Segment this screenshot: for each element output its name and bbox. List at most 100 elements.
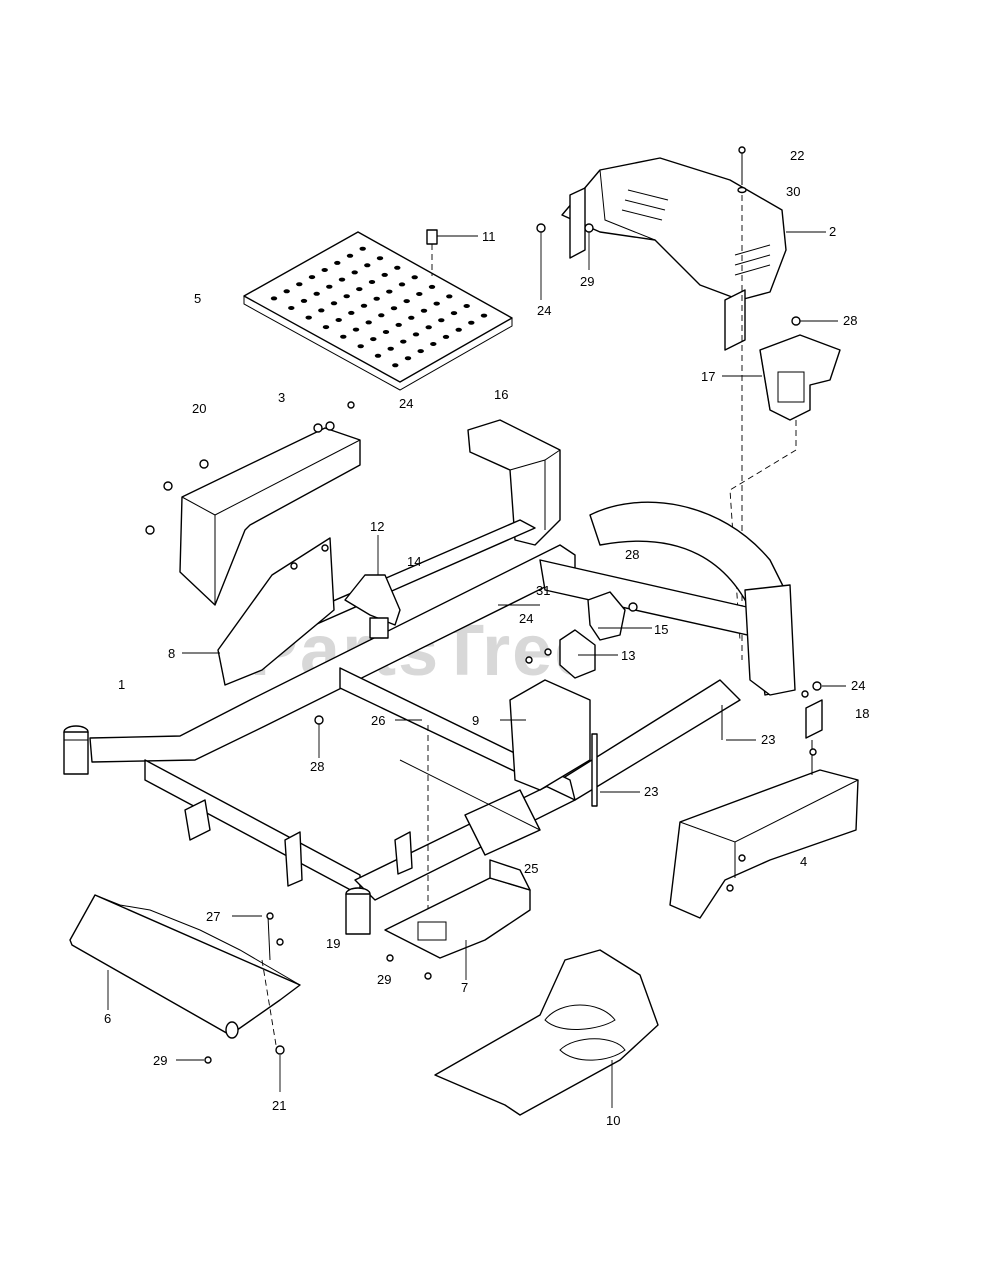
plate-hole (308, 275, 316, 280)
plate-hole (352, 327, 360, 332)
plate-hole (300, 298, 308, 303)
callout-3: 3 (278, 390, 285, 405)
plate-hole (442, 334, 450, 339)
plate-hole (398, 282, 406, 287)
callout-22: 22 (790, 148, 804, 163)
callout-24: 24 (851, 678, 865, 693)
callout-29: 29 (580, 274, 594, 289)
plate-hole (446, 294, 453, 299)
callout-28: 28 (843, 313, 857, 328)
part-12-bracket (344, 535, 401, 639)
plate-hole (387, 346, 394, 351)
part-11-pin (426, 229, 478, 276)
plate-hole (296, 282, 303, 287)
plate-hole (370, 337, 377, 342)
plate-hole (368, 280, 376, 284)
plate-hole (433, 301, 440, 306)
parts-13-15-brackets (498, 591, 652, 679)
callout-21: 21 (272, 1098, 286, 1113)
callout-6: 6 (104, 1011, 111, 1026)
plate-hole (412, 332, 420, 337)
callout-14: 14 (407, 554, 421, 569)
callout-20: 20 (192, 401, 206, 416)
plate-hole (395, 322, 402, 327)
plate-hole (348, 310, 355, 315)
plate-hole (411, 275, 418, 280)
part-26-bolt (314, 715, 429, 920)
plate-hole (425, 325, 432, 330)
part-6-footrest (69, 894, 301, 1039)
callout-31: 31 (536, 583, 550, 598)
part-5-floor-plate (243, 231, 513, 391)
plate-hole (438, 318, 445, 323)
part-17-bracket (722, 316, 841, 641)
callout-7: 7 (461, 980, 468, 995)
plate-hole (463, 304, 470, 308)
callout-1: 1 (118, 677, 125, 692)
callout-24: 24 (537, 303, 551, 318)
callout-29: 29 (377, 972, 391, 987)
plate-hole (364, 263, 371, 268)
callout-19: 19 (326, 936, 340, 951)
callout-9: 9 (472, 713, 479, 728)
callout-12: 12 (370, 519, 384, 534)
footrest-fasteners (176, 912, 285, 1092)
plate-hole (283, 289, 290, 294)
cover-nuts (536, 223, 826, 300)
callout-28: 28 (310, 759, 324, 774)
callout-26: 26 (371, 713, 385, 728)
callout-24: 24 (519, 611, 533, 626)
plate-hole (288, 306, 295, 310)
plate-hole (420, 308, 428, 313)
callout-labels: 22 30 2 11 5 29 24 28 17 20 3 24 16 12 1… (104, 148, 869, 1128)
callout-23: 23 (644, 784, 658, 799)
plate-hole (305, 315, 312, 320)
callout-29: 29 (153, 1053, 167, 1068)
part-8-side-plate (182, 537, 335, 686)
plate-hole (394, 265, 401, 270)
floor-plate-holes (270, 246, 488, 368)
plate-hole (351, 270, 358, 275)
callout-27: 27 (206, 909, 220, 924)
callout-18: 18 (855, 706, 869, 721)
part-22-bolt (737, 146, 747, 660)
part-2-rear-cover (561, 157, 787, 351)
plate-hole (313, 291, 320, 296)
plate-hole (359, 246, 366, 251)
plate-hole (376, 256, 384, 261)
callout-28: 28 (625, 547, 639, 562)
plate-hole (357, 344, 364, 349)
part-7-mount-plate (384, 859, 531, 980)
plate-hole (386, 289, 393, 294)
plate-hole (417, 349, 424, 354)
part-19-caster-tube (345, 887, 371, 935)
callout-10: 10 (606, 1113, 620, 1128)
plate-hole (338, 277, 346, 282)
plate-hole (360, 303, 368, 308)
plate-hole (356, 287, 363, 292)
callout-13: 13 (621, 648, 635, 663)
part-3-seat-support (145, 401, 361, 606)
plate-hole (403, 299, 410, 304)
part-4-seat-support (669, 681, 859, 919)
plate-hole (378, 313, 385, 318)
plate-hole (382, 330, 390, 334)
plate-hole (390, 306, 398, 311)
plate-hole (416, 292, 423, 296)
part-16-bracket (467, 419, 561, 546)
callout-25: 25 (524, 861, 538, 876)
plate-hole (330, 301, 338, 306)
callout-15: 15 (654, 622, 668, 637)
callout-16: 16 (494, 387, 508, 402)
plate-hole (346, 253, 354, 258)
plate-hole (392, 363, 399, 368)
cover-slots (621, 189, 771, 276)
plate-hole (381, 272, 388, 277)
plate-hole (450, 311, 458, 316)
plate-hole (480, 313, 488, 318)
caster-tube-left (63, 725, 89, 775)
plate-hole (468, 320, 475, 325)
callout-23: 23 (761, 732, 775, 747)
callout-24: 24 (399, 396, 413, 411)
callout-8: 8 (168, 646, 175, 661)
